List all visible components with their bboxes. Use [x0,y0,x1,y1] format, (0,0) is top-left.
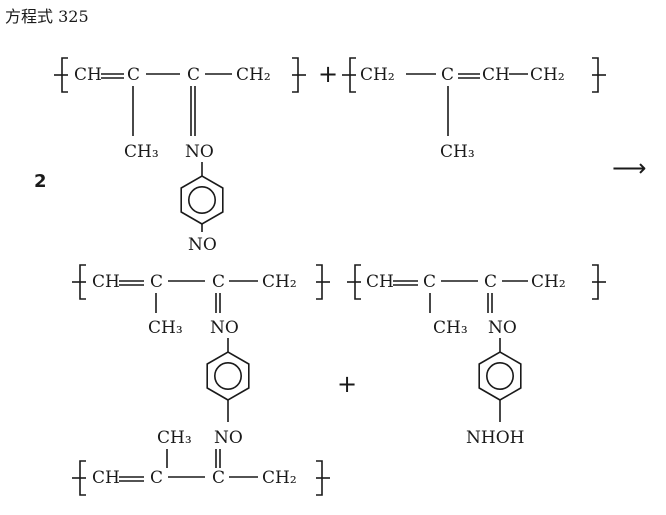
benzene-ring-inner-circle [214,361,243,390]
group-ch: CH [92,468,120,488]
group-ch: CH [482,65,510,85]
group-ch: CH [74,65,102,85]
group-no: NO [185,142,214,162]
group-c: C [423,272,436,292]
group-ch3: CH₃ [157,428,192,448]
group-ch: CH [366,272,394,292]
group-ch3: CH₃ [124,142,159,162]
group-ch3: CH₃ [440,142,475,162]
group-no: NO [188,235,217,255]
group-ch3: CH₃ [433,318,468,338]
group-ch2: CH₂ [360,65,395,85]
reaction-arrow: ⟶ [612,154,646,182]
group-c: C [441,65,454,85]
benzene-ring-inner-circle [188,186,217,215]
group-ch2: CH₂ [530,65,565,85]
benzene-ring [478,351,522,401]
group-c: C [187,65,200,85]
group-ch2: CH₂ [531,272,566,292]
equation-title: 方程式 325 [5,7,89,26]
group-ch2: CH₂ [262,272,297,292]
group-c: C [150,468,163,488]
benzene-ring-inner-circle [485,361,514,390]
benzene-ring [180,175,224,225]
benzene-ring [206,351,250,401]
group-c: C [150,272,163,292]
group-ch2: CH₂ [236,65,271,85]
group-ch2: CH₂ [262,468,297,488]
group-no: NO [210,318,239,338]
group-c: C [484,272,497,292]
group-ch: CH [92,272,120,292]
group-no: NO [214,428,243,448]
group-c: C [127,65,140,85]
plus-sign: + [318,60,338,88]
group-no: NO [488,318,517,338]
group-c: C [212,468,225,488]
plus-sign: + [337,370,357,398]
group-ch3: CH₃ [148,318,183,338]
group-nhoh: NHOH [466,428,524,448]
coefficient-2: 2 [34,171,47,192]
group-c: C [212,272,225,292]
